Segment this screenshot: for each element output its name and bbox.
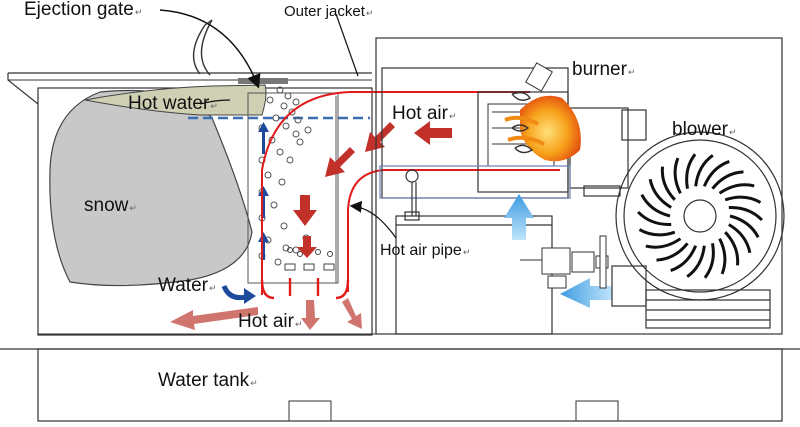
burner-nozzle: [525, 62, 553, 92]
fan-blade: [660, 166, 676, 201]
label-text: blower: [672, 119, 728, 140]
pipe-outlet-curls: [260, 278, 350, 300]
fan-blade: [711, 170, 744, 190]
label-text: Hot water: [128, 93, 210, 114]
label-text: Hot air: [392, 103, 448, 124]
fan-blade: [718, 183, 755, 195]
fan-blade: [724, 195, 762, 204]
blower-fan-blades: [637, 153, 763, 279]
hot-air-pipe-inner: [347, 169, 560, 292]
fan-blade: [638, 228, 676, 237]
label-burner: burner↵: [572, 60, 635, 79]
label-blower: blower↵: [672, 120, 737, 139]
fan-blade: [694, 154, 714, 187]
para-marker: ↵: [294, 319, 303, 329]
para-marker: ↵: [134, 7, 143, 17]
hot-air-pipe: [261, 91, 530, 295]
label-snow: snow↵: [84, 196, 137, 215]
label-hot-air-top: Hot air↵: [392, 104, 457, 123]
fan-blade: [670, 245, 698, 273]
label-hot-water: Hot water↵: [128, 94, 218, 113]
fan-blade: [729, 214, 760, 239]
label-water: Water↵: [158, 276, 217, 295]
label-water-tank: Water tank↵: [158, 371, 258, 390]
fan-blade: [685, 153, 697, 189]
label-text: Hot air pipe: [380, 242, 462, 259]
fan-blade: [724, 231, 740, 266]
label-text: burner: [572, 59, 627, 80]
label-text: snow: [84, 195, 129, 216]
para-marker: ↵: [365, 8, 374, 18]
label-text: Ejection gate: [24, 0, 134, 20]
melting-chamber: [247, 92, 339, 284]
fan-blade: [703, 243, 715, 279]
fan-blade: [637, 210, 672, 227]
para-marker: ↵: [129, 203, 137, 213]
hot-water-pointer: [199, 99, 231, 105]
para-marker: ↵: [448, 111, 457, 121]
hot-air-pipe-pointer: [349, 200, 397, 239]
ejection-gate-pointer: [159, 9, 261, 89]
water-curl-arrow: [221, 284, 256, 304]
label-text: Water tank: [158, 370, 250, 391]
fan-blade: [656, 242, 689, 262]
sensor: [404, 169, 420, 221]
label-ejection-gate: Ejection gate↵: [24, 0, 142, 19]
gas-valve: [520, 235, 609, 289]
label-text: Outer jacket: [284, 3, 365, 20]
label-hot-air-bottom: Hot air↵: [238, 312, 303, 331]
fan-blade: [718, 238, 727, 275]
para-marker: ↵: [728, 127, 737, 137]
para-marker: ↵: [208, 283, 217, 293]
blower: [611, 131, 785, 329]
outer-jacket-pointer: [335, 13, 359, 77]
para-marker: ↵: [210, 101, 218, 111]
burner-flame: [504, 91, 581, 162]
para-marker: ↵: [627, 67, 636, 77]
fan-blade: [673, 157, 682, 194]
snow-pile: [49, 89, 253, 287]
fan-blade: [686, 245, 706, 278]
air-flow-arrows: [504, 194, 612, 308]
label-hot-air-pipe: Hot air pipe↵: [380, 243, 470, 259]
hot-air-out-arrows: [170, 298, 362, 330]
ejection-gate: [192, 19, 288, 84]
para-marker: ↵: [462, 247, 471, 257]
water-flow-arrows: [258, 122, 269, 260]
fan-blade: [640, 193, 671, 218]
para-marker: ↵: [250, 378, 258, 388]
hot-water-region: [84, 84, 267, 116]
label-text: Water: [158, 275, 208, 296]
fan-blade: [645, 237, 682, 249]
fan-blade: [702, 159, 730, 187]
label-text: Hot air: [238, 311, 294, 332]
chamber-outlets: [284, 247, 335, 271]
fan-blade: [648, 178, 672, 209]
fan-blade: [728, 223, 752, 254]
label-outer-jacket: Outer jacket↵: [284, 4, 373, 19]
water-tank: [0, 333, 800, 422]
burner-frame: [379, 165, 571, 199]
water-bubbles: [258, 86, 312, 266]
hot-air-arrows: [293, 121, 452, 258]
fan-blade: [728, 205, 763, 222]
